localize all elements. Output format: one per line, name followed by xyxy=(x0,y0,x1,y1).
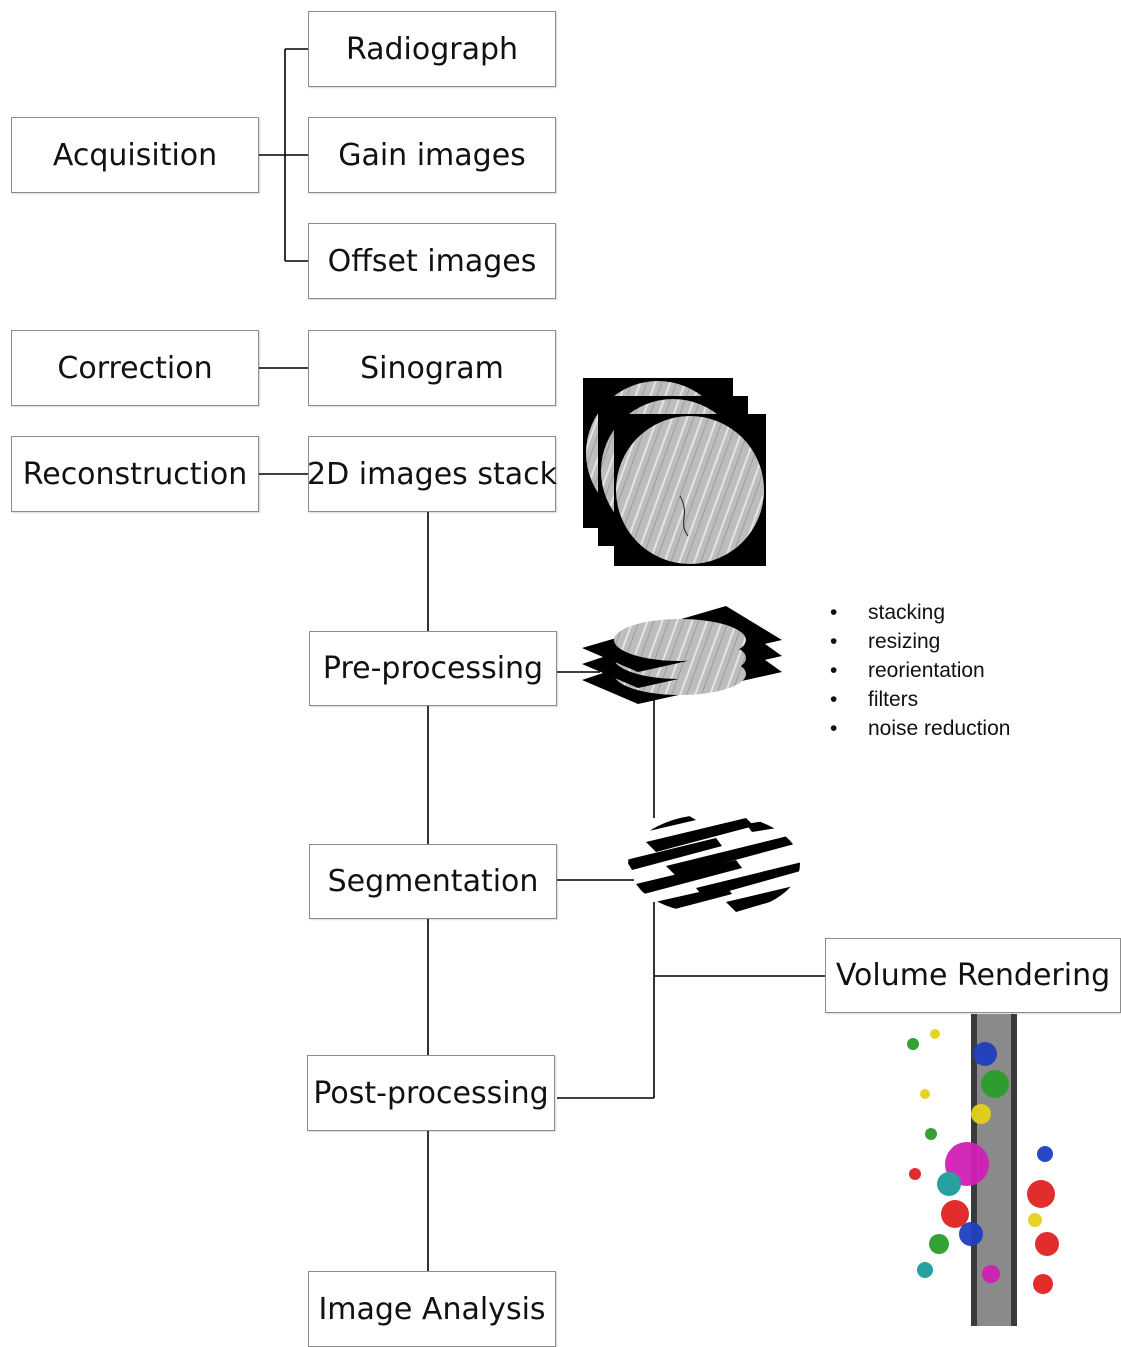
reconstruction-box: Reconstruction xyxy=(11,436,259,512)
volume-rendering-image xyxy=(907,1014,1059,1326)
volume-rendering-box: Volume Rendering xyxy=(825,938,1121,1013)
preprocessing-step: filters xyxy=(830,685,1010,714)
preprocessing-steps-list: stacking resizing reorientation filters … xyxy=(830,598,1010,743)
segmented-slice-image xyxy=(628,814,800,914)
sinogram-box: Sinogram xyxy=(308,330,556,406)
radiograph-box: Radiograph xyxy=(308,11,556,87)
image-analysis-box: Image Analysis xyxy=(308,1271,556,1347)
preprocessing-step: noise reduction xyxy=(830,714,1010,743)
pre-processing-box: Pre-processing xyxy=(309,631,557,706)
preprocessing-step: resizing xyxy=(830,627,1010,656)
preprocessed-slices-image xyxy=(582,606,782,704)
acquisition-box: Acquisition xyxy=(11,117,259,193)
post-processing-box: Post-processing xyxy=(307,1055,555,1131)
images-stack-box: 2D images stack xyxy=(307,436,557,512)
segmentation-box: Segmentation xyxy=(309,844,557,919)
preprocessing-step: stacking xyxy=(830,598,1010,627)
correction-box: Correction xyxy=(11,330,259,406)
offset-images-box: Offset images xyxy=(308,223,556,299)
preprocessing-step: reorientation xyxy=(830,656,1010,685)
ct-slice-stack-image xyxy=(583,378,766,566)
gain-images-box: Gain images xyxy=(308,117,556,193)
